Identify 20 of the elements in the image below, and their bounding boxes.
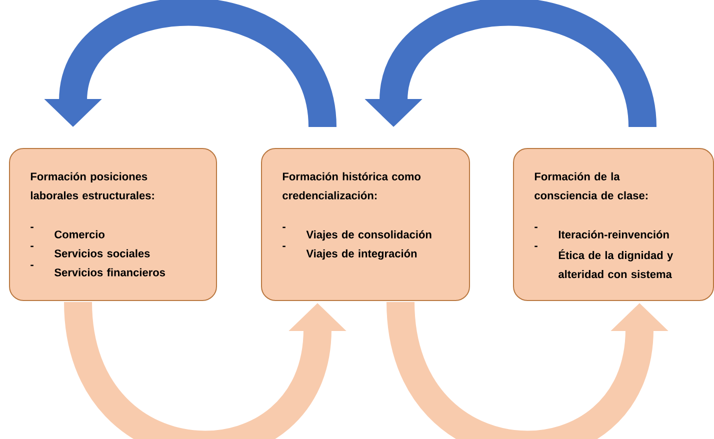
process-box (261, 148, 470, 301)
box-heading: Formación de la consciencia de clase: (534, 172, 648, 200)
box-heading: Formación histórica como credencialización: (282, 172, 421, 200)
process-box (513, 148, 714, 301)
list-dash: - (30, 246, 34, 248)
list-item: Comercio (54, 230, 104, 238)
list-item: Iteración-reinvención (558, 230, 669, 238)
list-dash: - (282, 246, 286, 248)
list-dash: - (30, 226, 34, 228)
list-dash: - (534, 246, 538, 248)
box-heading: Formación posiciones laborales estructurales: (30, 172, 154, 200)
list-item: Servicios sociales (54, 249, 150, 258)
list-dash: - (534, 226, 538, 228)
list-item: Viajes de integración (306, 249, 417, 260)
list-dash: - (30, 264, 34, 266)
process-box (9, 148, 217, 301)
list-item: Viajes de consolidación (306, 230, 432, 241)
list-item: Ética de la dignidad y alteridad con sistema (558, 249, 674, 278)
list-dash: - (282, 226, 286, 228)
list-item: Servicios financieros (54, 268, 166, 276)
